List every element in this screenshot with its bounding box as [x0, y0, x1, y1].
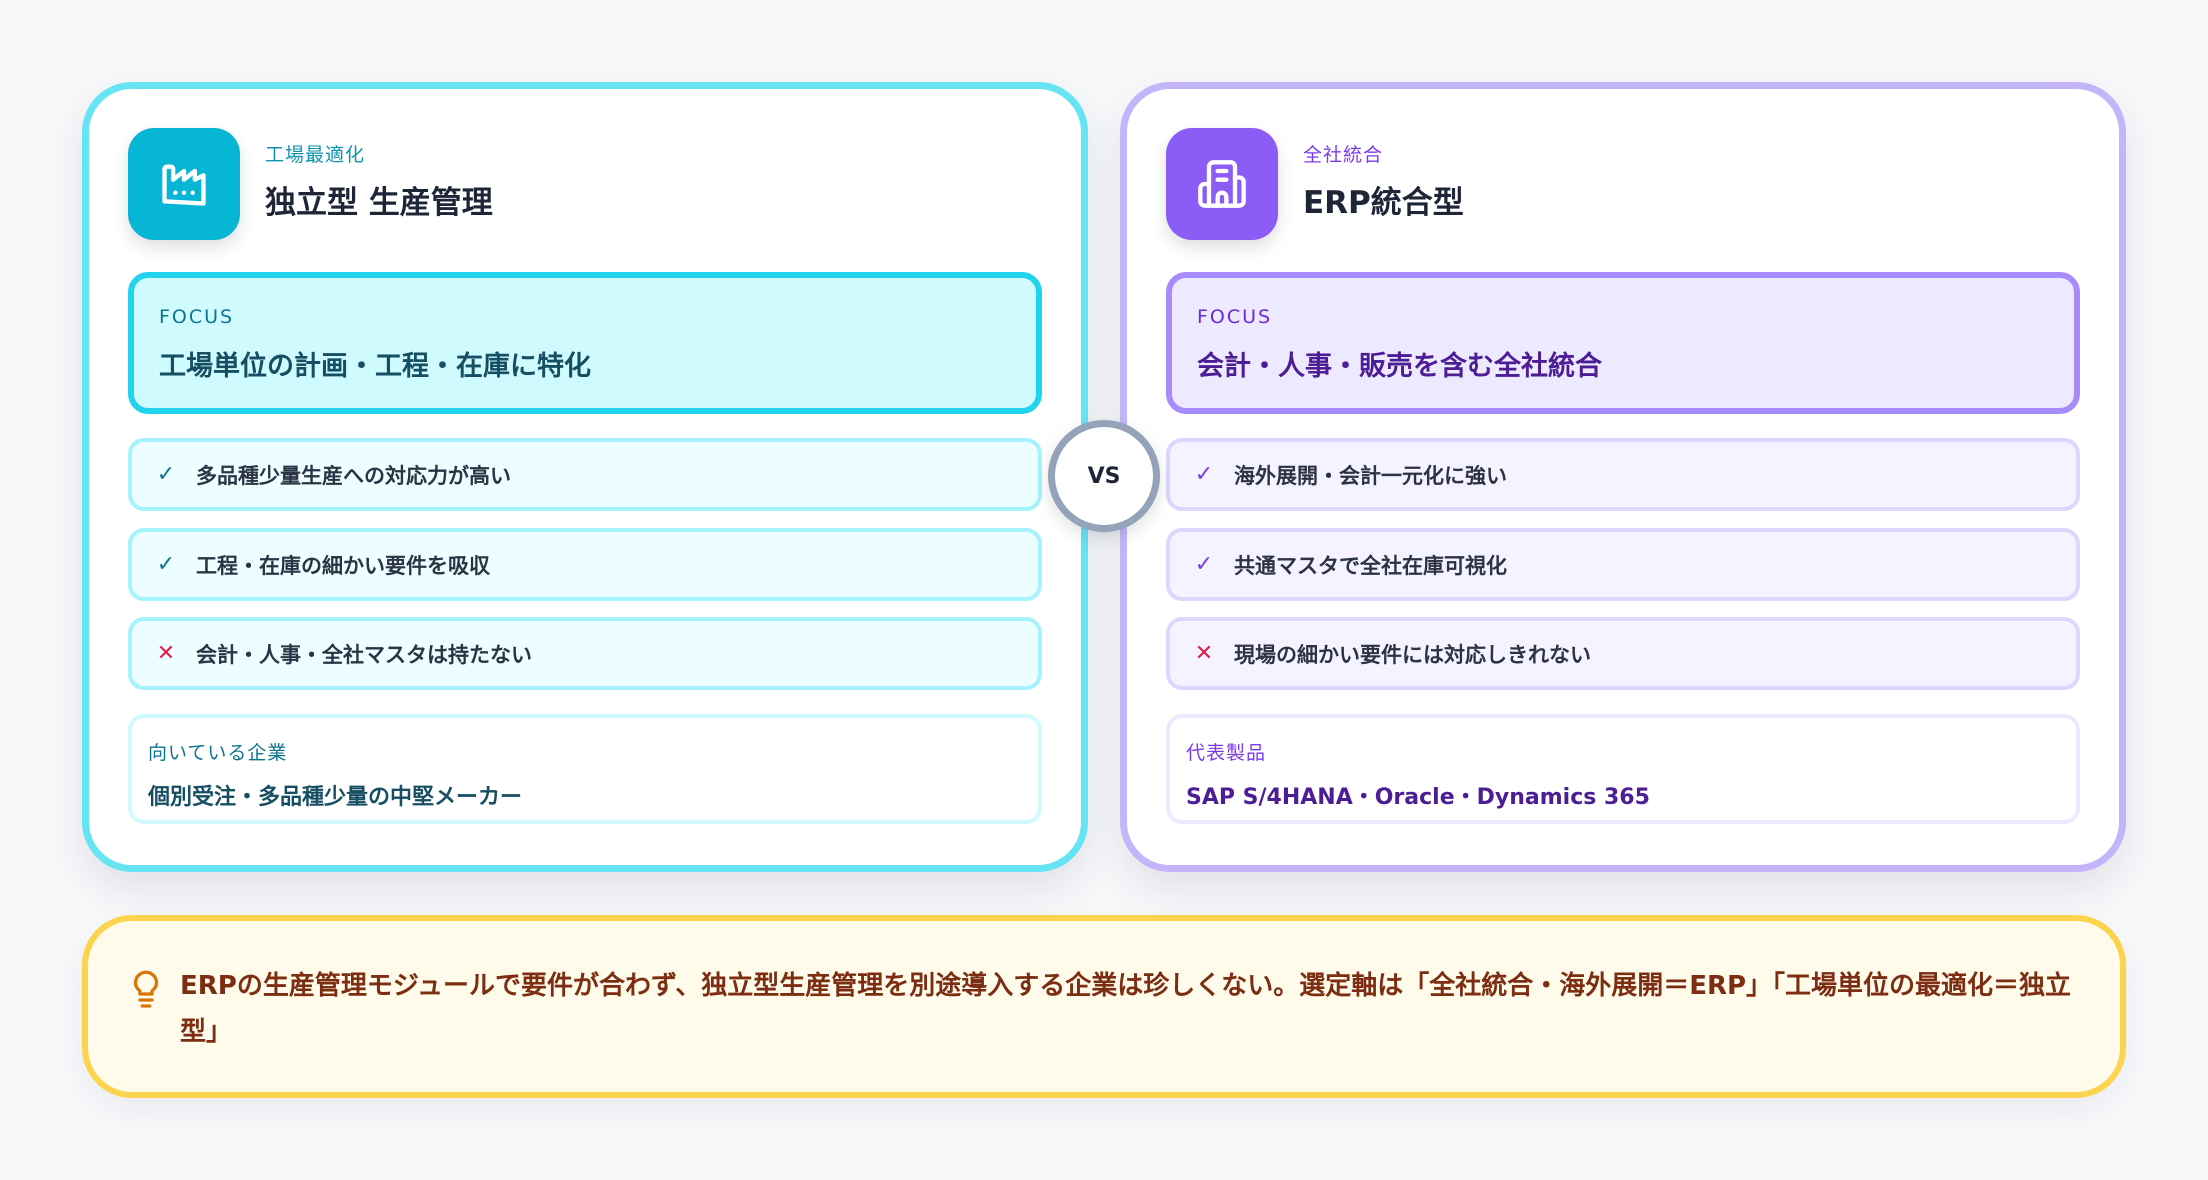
feature-text: 多品種少量生産への対応力が高い	[196, 463, 511, 488]
cross-icon: ✕	[156, 641, 176, 666]
representative-products-box: 代表製品 SAP S/4HANA・Oracle・Dynamics 365	[1166, 714, 2080, 824]
focus-label: FOCUS	[1197, 306, 1273, 328]
focus-text: 会計・人事・販売を含む全社統合	[1197, 351, 1602, 382]
tip-callout: ERPの生産管理モジュールで要件が合わず、独立型生産管理を別途導入する企業は珍し…	[82, 915, 2126, 1098]
card-subtitle: 工場最適化	[265, 144, 366, 166]
feature-text: 現場の細かい要件には対応しきれない	[1234, 642, 1591, 667]
feature-item: ✕ 現場の細かい要件には対応しきれない	[1166, 617, 2080, 690]
tip-text: ERPの生産管理モジュールで要件が合わず、独立型生産管理を別途導入する企業は珍し…	[180, 971, 2072, 1047]
card-title: 独立型 生産管理	[265, 185, 493, 221]
cross-icon: ✕	[1194, 641, 1214, 666]
card-header: 工場最適化 独立型 生産管理	[128, 128, 493, 240]
check-icon: ✓	[156, 462, 176, 487]
bottom-text: 個別受注・多品種少量の中堅メーカー	[148, 785, 523, 810]
focus-box: FOCUS 工場単位の計画・工程・在庫に特化	[128, 272, 1042, 414]
suitable-companies-box: 向いている企業 個別受注・多品種少量の中堅メーカー	[128, 714, 1042, 824]
feature-text: 共通マスタで全社在庫可視化	[1234, 553, 1507, 578]
focus-text: 工場単位の計画・工程・在庫に特化	[159, 351, 591, 382]
feature-text: 海外展開・会計一元化に強い	[1234, 463, 1507, 488]
focus-label: FOCUS	[159, 306, 235, 328]
check-icon: ✓	[1194, 552, 1214, 577]
check-icon: ✓	[1194, 462, 1214, 487]
feature-item: ✓ 共通マスタで全社在庫可視化	[1166, 528, 2080, 601]
check-icon: ✓	[156, 552, 176, 577]
bottom-label: 代表製品	[1186, 742, 1267, 764]
feature-text: 工程・在庫の細かい要件を吸収	[196, 553, 490, 578]
card-header: 全社統合 ERP統合型	[1166, 128, 1464, 240]
feature-item: ✕ 会計・人事・全社マスタは持たない	[128, 617, 1042, 690]
card-subtitle: 全社統合	[1303, 144, 1384, 166]
lightbulb-icon	[128, 967, 164, 1013]
card-title: ERP統合型	[1303, 185, 1464, 221]
bottom-text: SAP S/4HANA・Oracle・Dynamics 365	[1186, 785, 1650, 810]
bottom-label: 向いている企業	[148, 742, 288, 764]
standalone-production-card: 工場最適化 独立型 生産管理 FOCUS 工場単位の計画・工程・在庫に特化 ✓ …	[82, 82, 1088, 872]
feature-text: 会計・人事・全社マスタは持たない	[196, 642, 532, 667]
vs-badge: VS	[1048, 420, 1160, 532]
factory-icon	[128, 128, 240, 240]
building-icon	[1166, 128, 1278, 240]
feature-item: ✓ 海外展開・会計一元化に強い	[1166, 438, 2080, 511]
feature-item: ✓ 多品種少量生産への対応力が高い	[128, 438, 1042, 511]
focus-box: FOCUS 会計・人事・販売を含む全社統合	[1166, 272, 2080, 414]
feature-item: ✓ 工程・在庫の細かい要件を吸収	[128, 528, 1042, 601]
erp-integrated-card: 全社統合 ERP統合型 FOCUS 会計・人事・販売を含む全社統合 ✓ 海外展開…	[1120, 82, 2126, 872]
